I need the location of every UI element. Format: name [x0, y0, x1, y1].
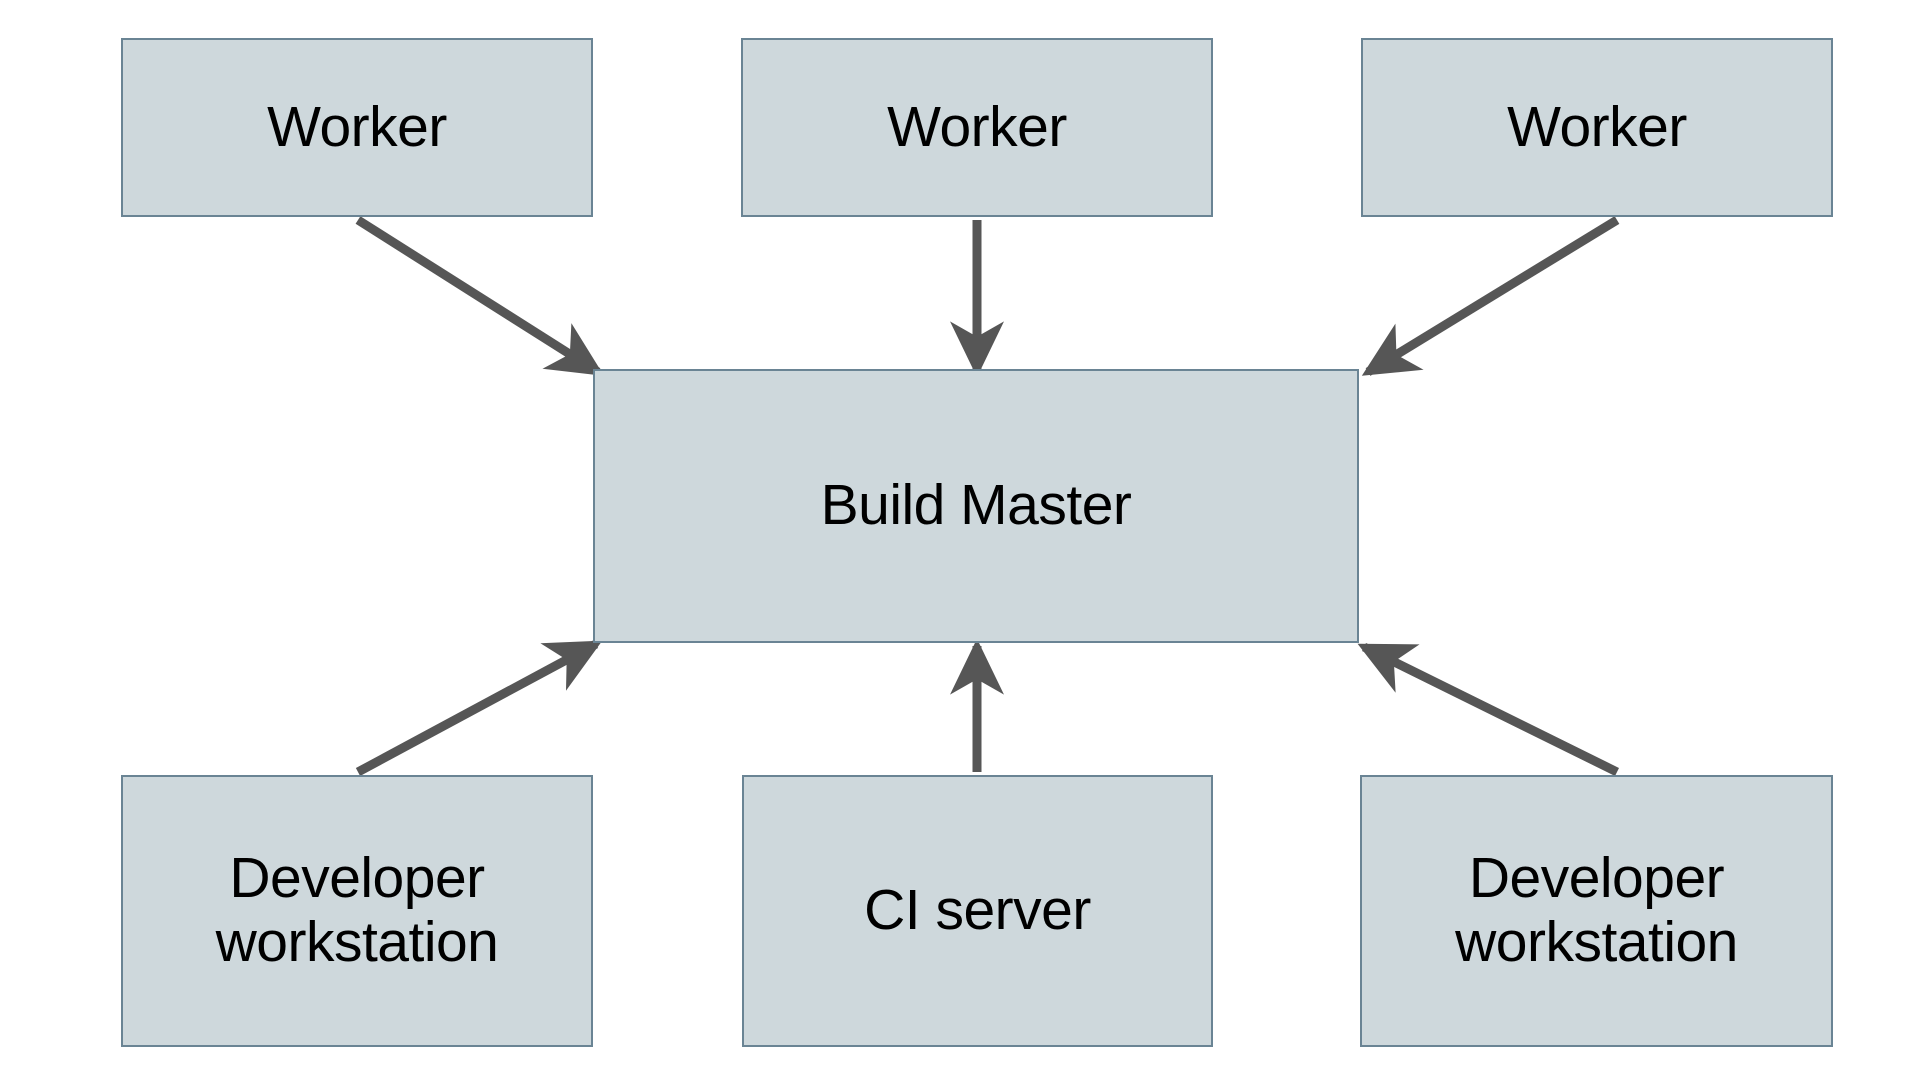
node-worker-center[interactable]: Worker [741, 38, 1213, 217]
edge-worker-left-to-master [355, 216, 605, 376]
node-ci-server[interactable]: CI server [742, 775, 1213, 1047]
node-worker-right[interactable]: Worker [1361, 38, 1833, 217]
node-label: Worker [887, 94, 1067, 159]
node-worker-left[interactable]: Worker [121, 38, 593, 217]
node-developer-workstation-right[interactable]: Developer workstation [1360, 775, 1833, 1047]
node-label: Developer workstation [215, 846, 499, 974]
edge-dev-right-to-master [1357, 642, 1619, 777]
edge-worker-right-to-master [1361, 216, 1620, 376]
edge-dev-left-to-master [355, 640, 603, 776]
node-label: CI server [864, 878, 1091, 943]
node-label: Worker [267, 94, 447, 159]
node-build-master[interactable]: Build Master [593, 369, 1359, 643]
node-label: Developer workstation [1455, 846, 1738, 974]
node-label: Build Master [820, 473, 1132, 538]
node-label: Worker [1507, 94, 1687, 159]
node-developer-workstation-left[interactable]: Developer workstation [121, 775, 593, 1047]
